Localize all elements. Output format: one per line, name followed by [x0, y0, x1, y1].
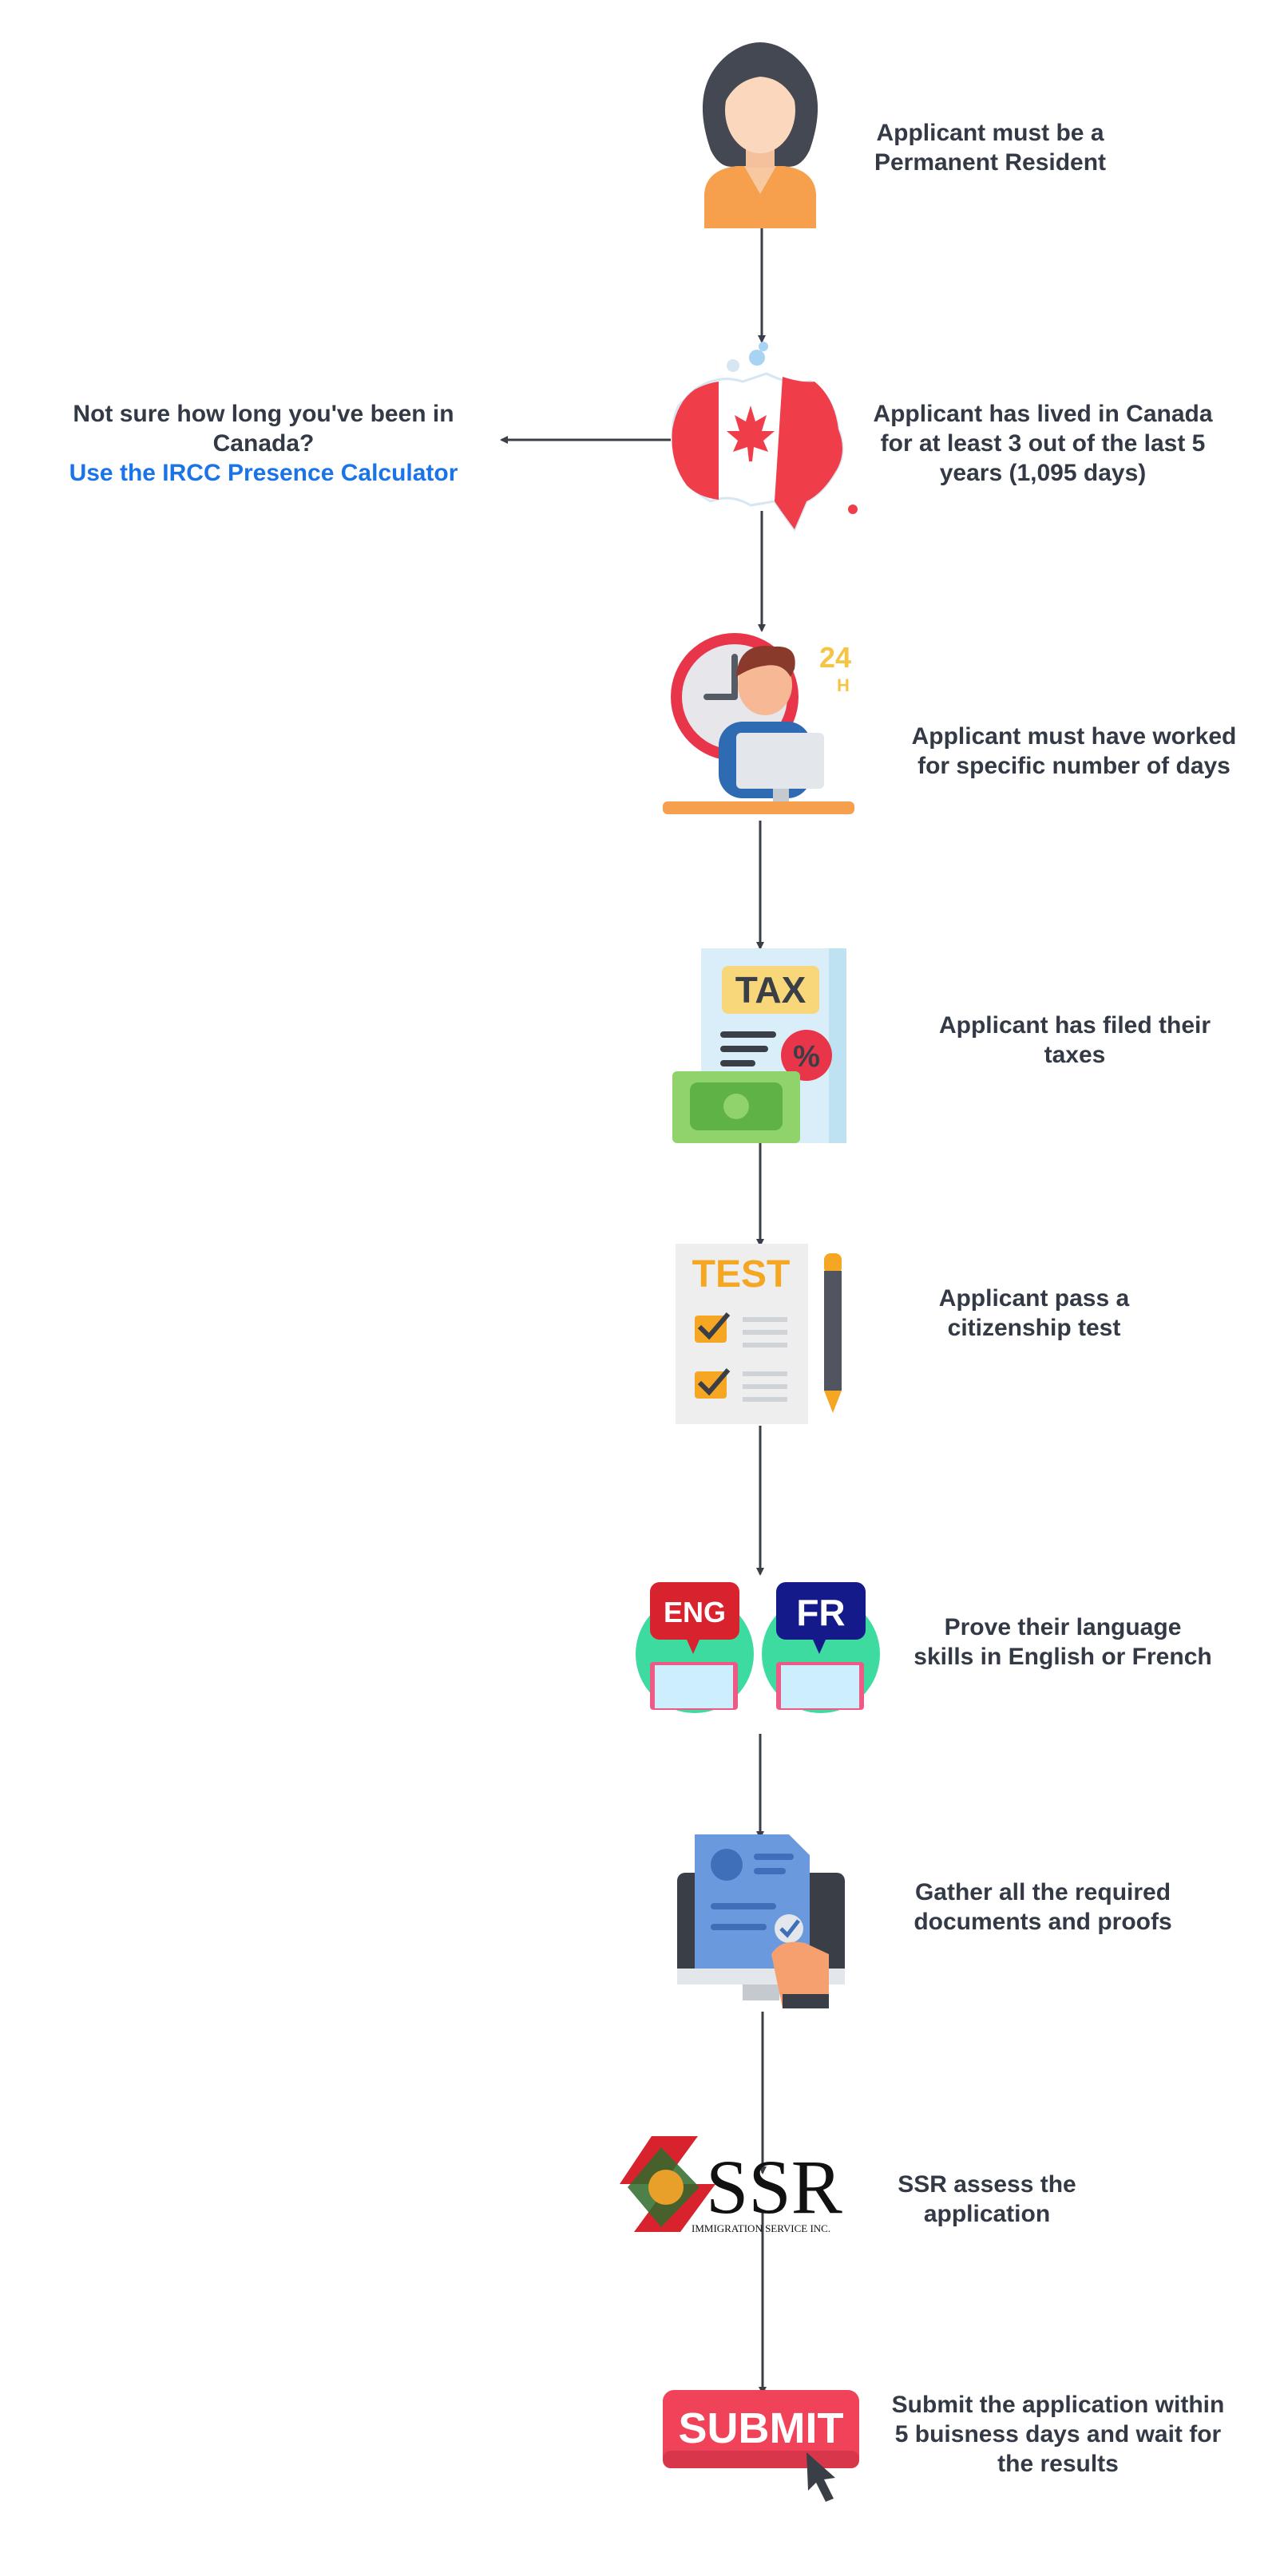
eng-fr-language-icon: ENG FR [636, 1582, 880, 1713]
canada-map-flag-icon [672, 342, 858, 532]
svg-text:H: H [837, 675, 850, 695]
side-note-text-2: Canada? [212, 430, 315, 457]
ssr-logo-icon: SSR IMMIGRATION SERVICE INC. [620, 2136, 842, 2234]
svg-text:SSR: SSR [706, 2144, 842, 2230]
side-note-text: Not sure how long you've been in [73, 401, 454, 427]
svg-text:IMMIGRATION SERVICE INC.: IMMIGRATION SERVICE INC. [692, 2222, 830, 2234]
submit-button-icon: SUBMIT [663, 2390, 859, 2502]
svg-text:ENG: ENG [664, 1596, 726, 1628]
woman-avatar-icon [702, 42, 818, 228]
tax-document-icon: TAX % [672, 948, 846, 1143]
svg-text:SUBMIT: SUBMIT [679, 2404, 844, 2452]
24h-badge: 24 [819, 641, 851, 674]
worker-clock-24h-icon: 24 H [663, 633, 854, 814]
svg-text:TAX: TAX [735, 969, 806, 1011]
presence-calculator-link[interactable]: Use the IRCC Presence Calculator [69, 460, 458, 486]
svg-text:TEST: TEST [692, 1253, 791, 1296]
svg-text:%: % [793, 1040, 820, 1074]
side-note: Not sure how long you've been in Canada?… [24, 399, 503, 488]
documents-monitor-icon [677, 1834, 845, 2008]
test-paper-pencil-icon: TEST [676, 1244, 842, 1424]
svg-text:FR: FR [796, 1592, 845, 1633]
